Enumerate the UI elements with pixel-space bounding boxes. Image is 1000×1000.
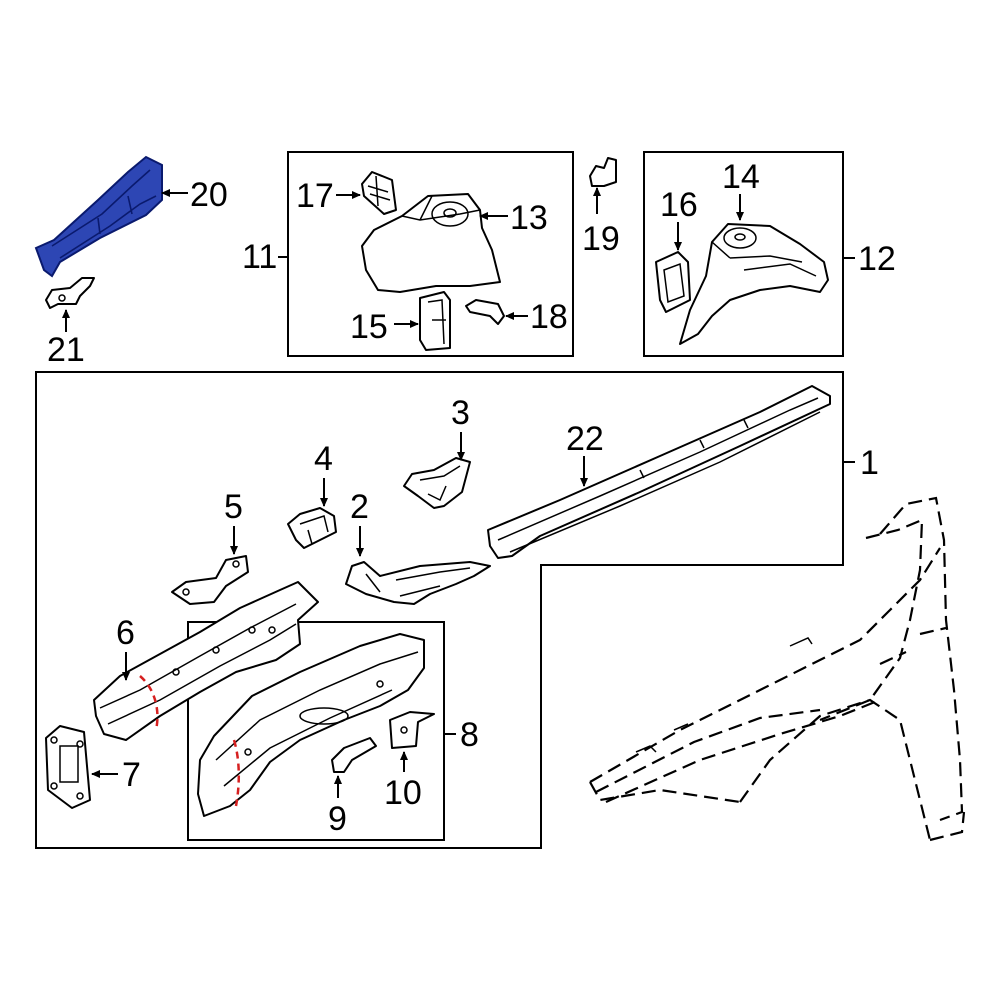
label-6: 6 — [116, 614, 135, 652]
label-7: 7 — [122, 756, 141, 794]
part-22[interactable] — [487, 385, 831, 559]
group-box-1 — [35, 371, 844, 849]
group-box-8 — [187, 621, 445, 841]
label-8: 8 — [460, 716, 479, 754]
label-21: 21 — [47, 331, 85, 369]
label-4: 4 — [314, 440, 333, 478]
part-7[interactable] — [45, 725, 91, 809]
part-2[interactable] — [345, 561, 491, 605]
part-5[interactable] — [171, 555, 249, 605]
label-14: 14 — [722, 158, 760, 196]
part-8-rail[interactable] — [197, 633, 425, 817]
label-17: 17 — [296, 177, 334, 215]
label-9: 9 — [328, 800, 347, 838]
part-17[interactable] — [361, 171, 397, 215]
group-box-11 — [287, 151, 574, 357]
label-11: 11 — [242, 238, 277, 276]
part-9[interactable] — [331, 737, 377, 773]
part-6[interactable] — [93, 581, 319, 741]
label-2: 2 — [350, 488, 369, 526]
label-13: 13 — [510, 199, 548, 237]
part-4[interactable] — [287, 507, 337, 549]
label-15: 15 — [350, 308, 388, 346]
part-16[interactable] — [655, 251, 691, 313]
part-15[interactable] — [419, 291, 451, 351]
label-22: 22 — [566, 420, 604, 458]
group-box-12 — [643, 151, 844, 357]
label-5: 5 — [224, 488, 243, 526]
label-10: 10 — [384, 774, 422, 812]
label-18: 18 — [530, 298, 568, 336]
label-16: 16 — [660, 186, 698, 224]
part-10[interactable] — [389, 711, 435, 749]
label-12: 12 — [858, 240, 896, 278]
label-19: 19 — [582, 220, 620, 258]
part-20-highlighted[interactable] — [34, 155, 163, 278]
part-13[interactable] — [361, 193, 501, 293]
part-19[interactable] — [589, 157, 617, 187]
part-18[interactable] — [465, 299, 505, 325]
part-21[interactable] — [45, 277, 95, 309]
label-20: 20 — [190, 176, 228, 214]
part-3[interactable] — [403, 457, 471, 509]
label-1: 1 — [860, 444, 879, 482]
label-3: 3 — [451, 394, 470, 432]
part-14[interactable] — [679, 223, 829, 345]
fender-outline — [589, 496, 966, 842]
